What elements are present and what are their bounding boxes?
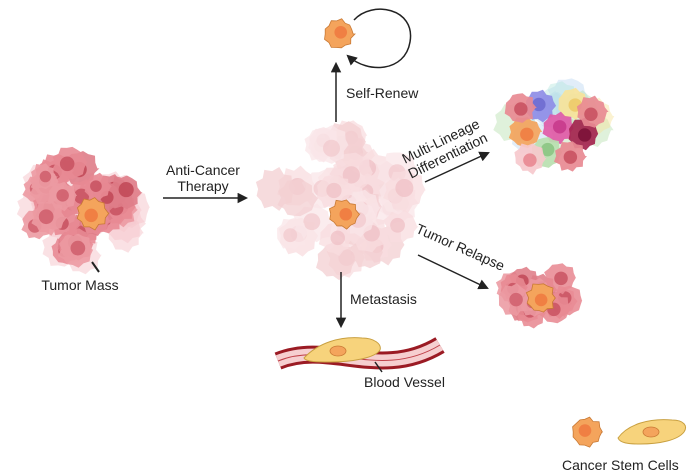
tumor-mass-pointer-line [91, 261, 100, 273]
treated-tumor-cluster [255, 120, 426, 281]
stem-cell-nucleus [84, 208, 98, 223]
lineage-cell-nucleus [523, 153, 537, 167]
lineage-cell-nucleus [577, 128, 592, 142]
therapy-label-line1: Anti-Cancer [166, 162, 240, 178]
cluster-cell-nucleus [56, 189, 69, 202]
differentiation-arrow [424, 151, 490, 183]
legend-label: Cancer Stem Cells [562, 457, 679, 473]
cluster-cell [277, 178, 319, 217]
cluster-cell-nucleus [554, 271, 568, 286]
lineage-cell-nucleus [552, 120, 567, 134]
tumor-mass-cluster [16, 146, 150, 275]
cluster-cell-nucleus [326, 182, 342, 199]
cluster-cell [316, 241, 356, 281]
blood-vessel-label: Blood Vessel [364, 374, 445, 390]
self-renew-loop-arrow [346, 8, 412, 69]
lineage-cell-nucleus [540, 142, 555, 157]
lineage-cell-nucleus [514, 102, 528, 116]
surviving-stem-cell [329, 199, 361, 230]
cluster-cell-nucleus [59, 156, 75, 172]
lineage-cell-nucleus [563, 150, 578, 164]
self-renew-label: Self-Renew [346, 85, 419, 101]
relapse-stem-cell [525, 283, 557, 313]
cluster-cell-nucleus [330, 230, 345, 246]
metastasis-label: Metastasis [350, 291, 417, 307]
migrating-spindle-cell [303, 337, 381, 363]
blood-vessel-pointer-line [374, 361, 383, 373]
cluster-cell-nucleus [395, 178, 414, 198]
tumor-mass-stem-cell [76, 197, 110, 231]
self-renewed-stem-cell [324, 18, 356, 49]
cluster-cell-nucleus [283, 228, 298, 243]
cluster-cell-nucleus [509, 292, 523, 307]
multi-lineage-cluster [493, 78, 615, 175]
tumor-mass-label: Tumor Mass [41, 277, 118, 293]
relapse-arrow [417, 254, 489, 290]
legend-spindle-stem-cell-icon [617, 419, 686, 445]
stem-cell-nucleus [339, 207, 353, 221]
stem-cell-nucleus [578, 424, 592, 437]
cluster-cell-nucleus [118, 182, 134, 198]
lineage-cell-nucleus [584, 107, 598, 121]
cluster-cell-nucleus [390, 217, 405, 233]
cluster-cell-nucleus [303, 213, 321, 231]
relapse-label: Tumor Relapse [414, 220, 508, 273]
cluster-cell-nucleus [322, 139, 341, 157]
legend-round-stem-cell-icon [572, 416, 604, 448]
cluster-cell-nucleus [70, 240, 86, 256]
cluster-cell-nucleus [38, 209, 54, 225]
lineage-cell-nucleus [520, 127, 534, 142]
cluster-cell-nucleus [90, 180, 102, 192]
therapy-label-line2: Therapy [177, 178, 228, 194]
stem-cell-nucleus [534, 293, 548, 307]
stem-cell-nucleus [334, 25, 348, 39]
cluster-cell-nucleus [39, 170, 52, 183]
